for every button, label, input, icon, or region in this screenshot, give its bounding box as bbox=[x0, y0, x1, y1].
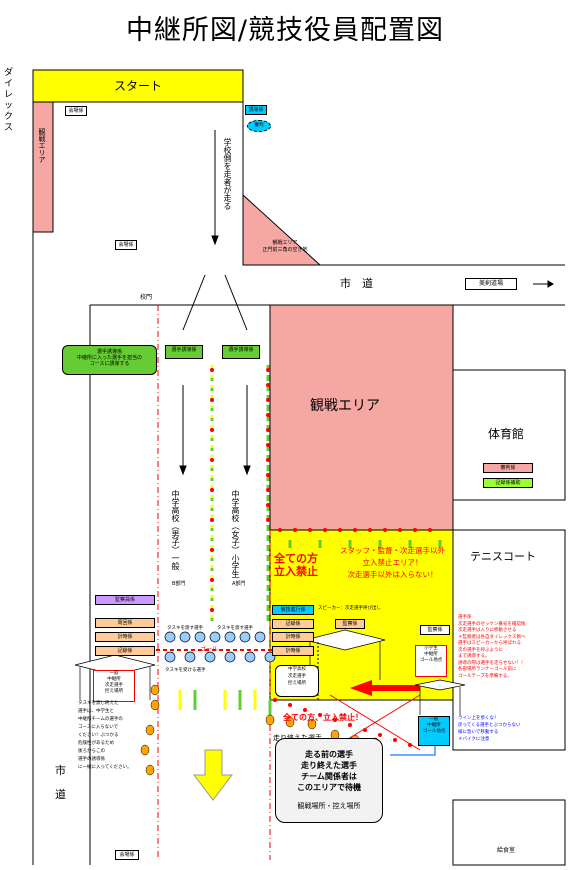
yellow-note: スタッフ・監督・次走選手以外 立入禁止エリア！ 次走選手以外は入らない！ bbox=[340, 546, 445, 579]
top-right-box: 誘導係 bbox=[245, 105, 267, 115]
left-mid-box: 会場係 bbox=[115, 240, 137, 250]
bottom-box: 会場係 bbox=[115, 850, 139, 860]
tennis-court bbox=[452, 529, 566, 751]
lane-left-label: 中学高校（男子）一般 bbox=[171, 490, 180, 570]
left-watch-area bbox=[32, 101, 54, 233]
right-box-2: 記録係 bbox=[272, 619, 314, 629]
school-gate: 校門 bbox=[140, 294, 153, 301]
yellow-ticks bbox=[178, 540, 442, 720]
red-arrows bbox=[350, 680, 420, 696]
triangle-area bbox=[242, 193, 322, 266]
tennis-label: テニスコート bbox=[470, 550, 536, 563]
right-red-box: 監察係 bbox=[420, 625, 450, 635]
kitchen-label: 給食室 bbox=[497, 847, 516, 854]
big-down-arrow bbox=[192, 749, 234, 801]
right-tent2: 一般 中継所 ゴール地点 bbox=[418, 716, 450, 746]
flow-arrows bbox=[179, 130, 554, 476]
guide-box-b: 選手誘導係 bbox=[222, 345, 260, 359]
lane-right-sub: A部門 bbox=[232, 581, 246, 587]
blue-note: ライン上を歩くな！ 戻ってくる選手とぶつからない 様に急いで移動する ＊バイクに… bbox=[458, 716, 521, 742]
left-box-1: 監察員係 bbox=[95, 595, 155, 605]
kitchen-building bbox=[452, 799, 566, 866]
lane-divider bbox=[210, 365, 270, 625]
red-note: 選手係 次走選手のゼッケン番号を確認後 次走選手は入りに移動させる ＊監察者は各… bbox=[458, 615, 526, 679]
start-label: スタート bbox=[113, 79, 162, 93]
tasuki-recv: タスキを受ける選手 bbox=[165, 668, 206, 673]
tent-right-label: 中学高校 次走選手 控え場所 bbox=[275, 665, 319, 697]
main-watch-area bbox=[269, 304, 454, 531]
right-box-side: 監察係 bbox=[335, 619, 365, 629]
tasuki-right: タスキを渡す選手 bbox=[217, 626, 253, 631]
runner-guide-callout: 選手誘導係 中継所に入った選手を担当の コースに誘導する bbox=[62, 345, 157, 375]
guide-box-a: 選手誘導係 bbox=[165, 345, 203, 359]
right-box-4: 計時係 bbox=[272, 646, 314, 656]
goal-label: ゴール bbox=[200, 646, 219, 653]
wait-area-sub: 観戦場所・控え場所 bbox=[297, 802, 361, 810]
tent-left-label: 一般 中継所 次走選手 控え場所 bbox=[93, 670, 135, 702]
judge-oval: 審判 bbox=[247, 120, 271, 132]
tasuki-left: タスキを渡す選手 bbox=[167, 626, 203, 631]
left-box-3: 計時係 bbox=[95, 632, 155, 642]
red-dots bbox=[210, 368, 432, 747]
triangle-label: 観戦エリア 正門前三角の空き地 bbox=[262, 240, 308, 253]
noentry-big: 全ての方 立入禁止 bbox=[274, 552, 318, 578]
gym-box-2: 記録係補助 bbox=[483, 478, 533, 488]
gym-box-1: 審判係 bbox=[483, 463, 533, 473]
right-box-1: 競技進行係 bbox=[272, 605, 314, 615]
left-box-4: 記録係 bbox=[95, 646, 155, 656]
speaker-note: スピーカー：次走選手呼び出し bbox=[318, 606, 381, 611]
lane-right-label: 中学高校（女子）小学生 bbox=[231, 490, 240, 578]
page-title: 中継所図/競技役員配置図 bbox=[125, 15, 445, 46]
wait-area-text: 走る前の選手 走り終えた選手 チーム関係者は このエリアで待機 bbox=[297, 750, 361, 792]
main-watch-label: 観戦エリア bbox=[310, 398, 380, 414]
left-note: タスキを渡し終えた 選手は、中学生と 中継所チームの選手の コースに入らないで … bbox=[78, 701, 132, 770]
baton-circles bbox=[164, 631, 276, 663]
right-red-tent: 小学生 中継所 ゴール地点 bbox=[415, 645, 447, 677]
right-top-box: 美剣道場 bbox=[465, 278, 517, 290]
gym-label: 体育館 bbox=[488, 427, 525, 441]
city-road-left: 市 道 bbox=[55, 764, 66, 801]
left-watch-label: 観戦エリア bbox=[38, 128, 46, 163]
city-road-top: 市 道 bbox=[340, 277, 373, 290]
start-band bbox=[32, 69, 244, 103]
side-label: ダイレックス bbox=[4, 68, 14, 133]
wait-area-box: 走る前の選手 走り終えた選手 チーム関係者は このエリアで待機 観戦場所・控え場… bbox=[275, 738, 383, 823]
lane-left-sub: B部門 bbox=[172, 581, 186, 587]
right-box-3: 計時係 bbox=[272, 632, 314, 642]
left-box-2: 周回係 bbox=[95, 618, 155, 628]
noentry-small: 全ての方、立入禁止！ bbox=[283, 713, 363, 722]
school-side-note: 学校側を走者が走る bbox=[223, 138, 232, 210]
top-left-box: 会場係 bbox=[65, 106, 87, 116]
